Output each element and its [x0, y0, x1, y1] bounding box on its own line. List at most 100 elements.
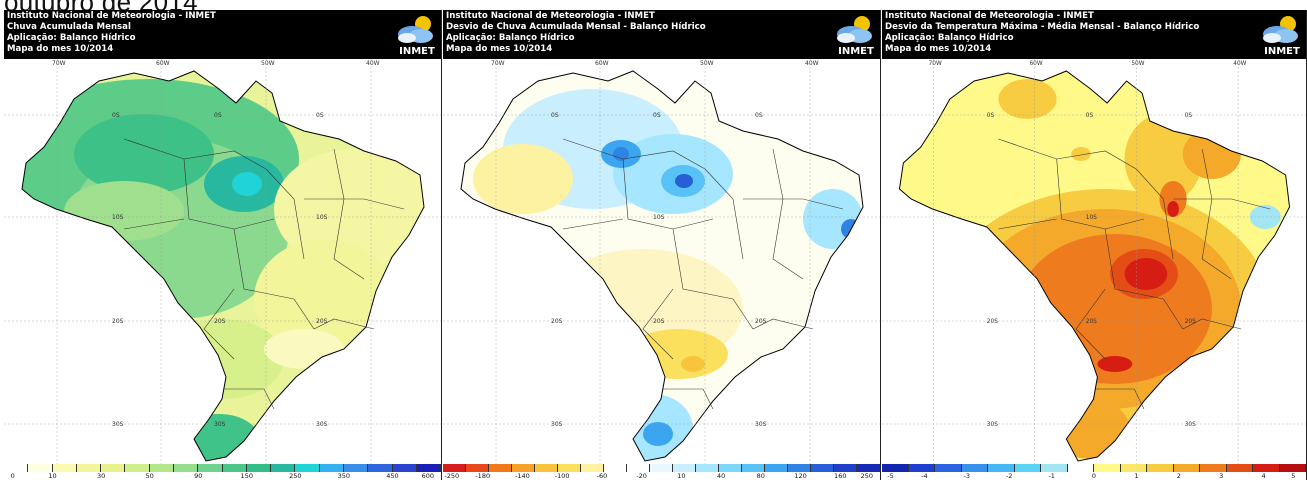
legend-swatch	[650, 464, 673, 472]
legend-swatch	[368, 464, 393, 472]
legend-tick-label: -180	[475, 472, 491, 480]
legend-tick-label: 2	[1176, 472, 1181, 480]
legend-swatches	[4, 464, 441, 472]
legend-swatch	[246, 464, 272, 472]
legend-tick-label: 250	[860, 472, 874, 480]
legend-tick-label: 350	[337, 472, 351, 480]
legend-swatch	[149, 464, 174, 472]
legend-tick-label: 250	[289, 472, 302, 480]
lat-label-20s: 20S	[112, 318, 124, 325]
lat-label-20s-c: 20S	[755, 318, 767, 325]
legend-swatch	[558, 464, 581, 472]
legend-swatch	[52, 464, 77, 472]
map-panel-max-temperature-anomaly: Instituto Nacional de Meteorologia - INM…	[882, 10, 1307, 480]
legend-swatch	[392, 464, 417, 472]
legend-swatch	[834, 464, 857, 472]
lon-label-60w: 60W	[156, 60, 170, 67]
inmet-logo: INMET	[1260, 12, 1304, 57]
legend-swatch	[76, 464, 102, 472]
legend-swatch	[1173, 464, 1200, 472]
state-borders	[998, 138, 1271, 410]
header-line-month: Mapa do mes 10/2014	[885, 44, 992, 54]
legend-swatch	[604, 464, 627, 472]
legend-swatch	[857, 464, 880, 472]
graticule-labels: 70W 60W 50W 40W 0S 0S 0S 10S 20S 20S 20S…	[929, 61, 1247, 428]
legend-swatch	[908, 464, 935, 472]
lat-label-20s: 20S	[551, 318, 563, 325]
legend-tick-label: -4	[921, 472, 928, 480]
legend-swatch	[271, 464, 296, 472]
lat-label-10s-b: 10S	[316, 214, 328, 221]
lon-label-70w: 70W	[929, 61, 942, 67]
map-area: 70W 60W 50W 40W 0S 0S 0S 10S 10S 20S 20S…	[4, 59, 441, 464]
brazil-rainfall-anomaly-map: 70W 60W 50W 40W 0S 0S 0S 10S 20S 20S 20S…	[443, 59, 880, 464]
lat-label-20s-b: 20S	[653, 318, 665, 325]
weather-cloud-sun-icon	[398, 16, 433, 43]
header-line-month: Mapa do mes 10/2014	[7, 44, 114, 54]
lat-label-10s: 10S	[653, 214, 665, 221]
lat-label-0s: 0S	[987, 113, 995, 119]
lon-label-70w: 70W	[491, 60, 505, 67]
legend-swatch	[198, 464, 223, 472]
legend-swatch	[295, 464, 320, 472]
legend-swatch	[696, 464, 719, 472]
lon-label-60w: 60W	[595, 60, 609, 67]
legend-swatch	[935, 464, 962, 472]
lat-label-0s-c: 0S	[1185, 113, 1193, 119]
panel-header: Instituto Nacional de Meteorologia - INM…	[4, 10, 441, 59]
lat-label-30s: 30S	[987, 422, 998, 428]
map-area: 70W 60W 50W 40W 0S 0S 0S 10S 20S 20S 20S…	[882, 59, 1306, 464]
legend-swatch	[1253, 464, 1280, 472]
legend-swatch	[627, 464, 650, 472]
legend-tick-label: 10	[48, 472, 57, 480]
header-line-product: Desvio de Chuva Acumulada Mensal - Balan…	[446, 22, 706, 32]
legend-tick-label: 4	[1261, 472, 1266, 480]
header-line-product: Desvio da Temperatura Máxima - Média Men…	[885, 22, 1200, 32]
lat-label-30s-c: 30S	[316, 421, 328, 428]
lat-label-0s-c: 0S	[755, 112, 763, 119]
legend-swatch	[28, 464, 53, 472]
legend-swatch	[443, 464, 466, 472]
lat-label-30s-b: 30S	[755, 421, 767, 428]
legend-swatch	[343, 464, 369, 472]
brazil-rainfall-map: 70W 60W 50W 40W 0S 0S 0S 10S 10S 20S 20S…	[4, 59, 441, 464]
legend-swatches	[882, 464, 1306, 472]
legend-tick-label: 160	[834, 472, 847, 480]
legend-tick-label: -2	[1005, 472, 1013, 480]
lat-label-20s-b: 20S	[214, 318, 226, 325]
lon-label-50w: 50W	[1131, 61, 1144, 67]
map-panel-rainfall-anomaly: Instituto Nacional de Meteorologia - INM…	[443, 10, 881, 480]
legend-swatch	[535, 464, 558, 472]
legend-swatch	[1147, 464, 1174, 472]
legend-swatch	[788, 464, 811, 472]
weather-cloud-sun-icon	[837, 16, 872, 43]
legend-swatch	[101, 464, 126, 472]
lat-label-0s: 0S	[112, 112, 120, 119]
legend-tick-label: 30	[96, 472, 106, 480]
lat-label-30s: 30S	[551, 421, 563, 428]
legend-swatch	[1067, 464, 1094, 472]
legend-swatch	[811, 464, 834, 472]
legend-tick-label: 0	[1091, 472, 1097, 480]
header-line-institute: Instituto Nacional de Meteorologia - INM…	[885, 11, 1094, 21]
header-line-application: Aplicação: Balanço Hídrico	[885, 33, 1014, 43]
graticule	[4, 59, 441, 464]
lat-label-10s: 10S	[112, 214, 124, 221]
legend-swatch	[1200, 464, 1227, 472]
legend-swatch	[125, 464, 150, 472]
state-borders	[123, 138, 405, 410]
legend-tick-label: -100	[554, 472, 570, 480]
lat-label-0s: 0S	[551, 112, 559, 119]
legend-swatch	[1041, 464, 1068, 472]
lon-label-50w: 50W	[700, 60, 714, 67]
legend-swatch	[1094, 464, 1121, 472]
header-line-institute: Instituto Nacional de Meteorologia - INM…	[7, 11, 216, 21]
legend-swatch	[466, 464, 489, 472]
legend-swatch	[4, 464, 29, 472]
legend-tick-label: 3	[1219, 472, 1224, 480]
graticule-labels: 70W 60W 50W 40W 0S 0S 0S 10S 20S 20S 20S…	[491, 60, 819, 428]
